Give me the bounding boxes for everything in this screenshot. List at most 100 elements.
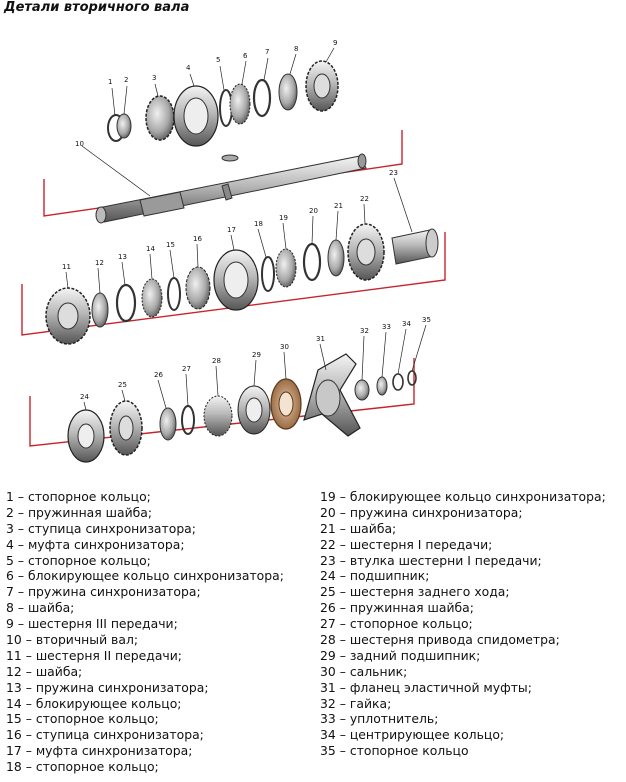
callout-22: 22 bbox=[360, 195, 369, 203]
legend-item: 12 – шайба; bbox=[6, 663, 83, 679]
legend-item: 2 – пружинная шайба; bbox=[6, 504, 153, 520]
callout-35: 35 bbox=[422, 316, 431, 324]
row-4-parts bbox=[67, 353, 417, 463]
callout-11: 11 bbox=[62, 263, 71, 271]
legend-item: 22 – шестерня I передачи; bbox=[320, 536, 493, 552]
part-14-blocking bbox=[141, 278, 163, 318]
callout-8: 8 bbox=[294, 45, 298, 53]
legend-right-column: 19 – блокирующее кольцо синхронизатора; … bbox=[320, 489, 626, 759]
part-12-washer bbox=[91, 292, 109, 328]
callout-21: 21 bbox=[334, 202, 343, 210]
legend-item: 15 – стопорное кольцо; bbox=[6, 711, 159, 727]
legend-item: 21 – шайба; bbox=[320, 520, 397, 536]
legend-item: 23 – втулка шестерни I передачи; bbox=[320, 552, 542, 568]
legend-item: 30 – сальник; bbox=[320, 663, 408, 679]
part-16-hub bbox=[185, 266, 211, 310]
legend-item: 11 – шестерня II передачи; bbox=[6, 647, 182, 663]
callout-3: 3 bbox=[152, 74, 156, 82]
legend-item: 26 – пружинная шайба; bbox=[320, 600, 474, 616]
legend-item: 1 – стопорное кольцо; bbox=[6, 489, 151, 504]
legend-item: 8 – шайба; bbox=[6, 600, 75, 616]
part-27-ring bbox=[181, 405, 195, 435]
callout-13: 13 bbox=[118, 253, 127, 261]
legend-item: 18 – стопорное кольцо; bbox=[6, 759, 159, 775]
legend-item: 28 – шестерня привода спидометра; bbox=[320, 632, 560, 648]
frame-row-2 bbox=[43, 130, 403, 217]
legend-item: 34 – центрирующее кольцо; bbox=[320, 727, 505, 743]
legend-item: 6 – блокирующее кольцо синхронизатора; bbox=[6, 568, 284, 584]
legend-item: 16 – ступица синхронизатора; bbox=[6, 727, 204, 743]
legend-item: 7 – пружина синхронизатора; bbox=[6, 584, 201, 600]
callout-33: 33 bbox=[382, 323, 391, 331]
callout-labels: 1 2 3 4 5 6 7 8 9 10 11 12 13 14 15 16 1… bbox=[62, 39, 431, 401]
part-5-ring bbox=[219, 89, 233, 127]
part-28-gear bbox=[203, 395, 233, 437]
part-18-ring bbox=[261, 256, 275, 292]
callout-26: 26 bbox=[154, 371, 163, 379]
callout-32: 32 bbox=[360, 327, 369, 335]
legend-item: 27 – стопорное кольцо; bbox=[320, 616, 473, 632]
callout-34: 34 bbox=[402, 320, 411, 328]
legend-item: 10 – вторичный вал; bbox=[6, 632, 139, 648]
exploded-view-diagram: 1 2 3 4 5 6 7 8 9 10 11 12 13 14 15 16 1… bbox=[21, 39, 446, 463]
callout-23: 23 bbox=[389, 169, 398, 177]
callout-2: 2 bbox=[124, 76, 128, 84]
legend-item: 29 – задний подшипник; bbox=[320, 647, 481, 663]
legend-item: 35 – стопорное кольцо bbox=[320, 743, 469, 759]
callout-10: 10 bbox=[75, 140, 84, 148]
part-20-spring bbox=[302, 242, 322, 282]
legend-item: 17 – муфта синхронизатора; bbox=[6, 743, 193, 759]
part-33-seal bbox=[376, 376, 388, 396]
callout-24: 24 bbox=[80, 393, 89, 401]
callout-30: 30 bbox=[280, 343, 289, 351]
legend-item: 20 – пружина синхронизатора; bbox=[320, 504, 523, 520]
callout-25: 25 bbox=[118, 381, 127, 389]
callout-5: 5 bbox=[216, 56, 220, 64]
legend-item: 24 – подшипник; bbox=[320, 568, 430, 584]
part-13-spring bbox=[115, 283, 137, 323]
part-3-hub bbox=[145, 95, 175, 141]
part-2-washer bbox=[116, 113, 132, 139]
part-26-washer bbox=[159, 407, 177, 441]
callout-4: 4 bbox=[186, 64, 191, 72]
part-10-shaft bbox=[95, 153, 367, 224]
legend-item: 9 – шестерня III передачи; bbox=[6, 616, 178, 632]
callout-20: 20 bbox=[309, 207, 318, 215]
callout-14: 14 bbox=[146, 245, 155, 253]
callout-7: 7 bbox=[265, 48, 269, 56]
row-1-parts bbox=[107, 60, 339, 147]
legend-left-column: 1 – стопорное кольцо; 2 – пружинная шайб… bbox=[6, 489, 306, 775]
legend-item: 32 – гайка; bbox=[320, 695, 392, 711]
page-title: Детали вторичного вала bbox=[4, 0, 190, 15]
row-3-parts bbox=[45, 223, 439, 345]
part-6-blocking bbox=[229, 83, 251, 125]
part-32-nut bbox=[354, 379, 370, 401]
callout-17: 17 bbox=[227, 226, 236, 234]
callout-6: 6 bbox=[243, 52, 248, 60]
legend-item: 5 – стопорное кольцо; bbox=[6, 552, 151, 568]
legend-item: 3 – ступица синхронизатора; bbox=[6, 520, 196, 536]
callout-15: 15 bbox=[166, 241, 175, 249]
legend-item: 4 – муфта синхронизатора; bbox=[6, 536, 185, 552]
callout-16: 16 bbox=[193, 235, 202, 243]
part-34-ring bbox=[392, 373, 404, 391]
callout-31: 31 bbox=[316, 335, 325, 343]
part-15-ring bbox=[167, 277, 181, 311]
callout-28: 28 bbox=[212, 357, 221, 365]
part-7-spring bbox=[252, 78, 272, 118]
legend-item: 19 – блокирующее кольцо синхронизатора; bbox=[320, 489, 606, 504]
legend-item: 13 – пружина синхронизатора; bbox=[6, 679, 209, 695]
callout-27: 27 bbox=[182, 365, 191, 373]
part-21-washer bbox=[327, 239, 345, 277]
part-8-washer bbox=[278, 73, 298, 111]
callout-1: 1 bbox=[108, 78, 112, 86]
leader-lines bbox=[65, 47, 427, 411]
part-35-ring bbox=[407, 370, 417, 386]
legend-item: 33 – уплотнитель; bbox=[320, 711, 439, 727]
part-19-blocking bbox=[275, 248, 297, 288]
callout-9: 9 bbox=[333, 39, 337, 47]
legend-item: 25 – шестерня заднего хода; bbox=[320, 584, 510, 600]
callout-12: 12 bbox=[95, 259, 104, 267]
legend-item: 31 – фланец эластичной муфты; bbox=[320, 679, 532, 695]
callout-18: 18 bbox=[254, 220, 263, 228]
